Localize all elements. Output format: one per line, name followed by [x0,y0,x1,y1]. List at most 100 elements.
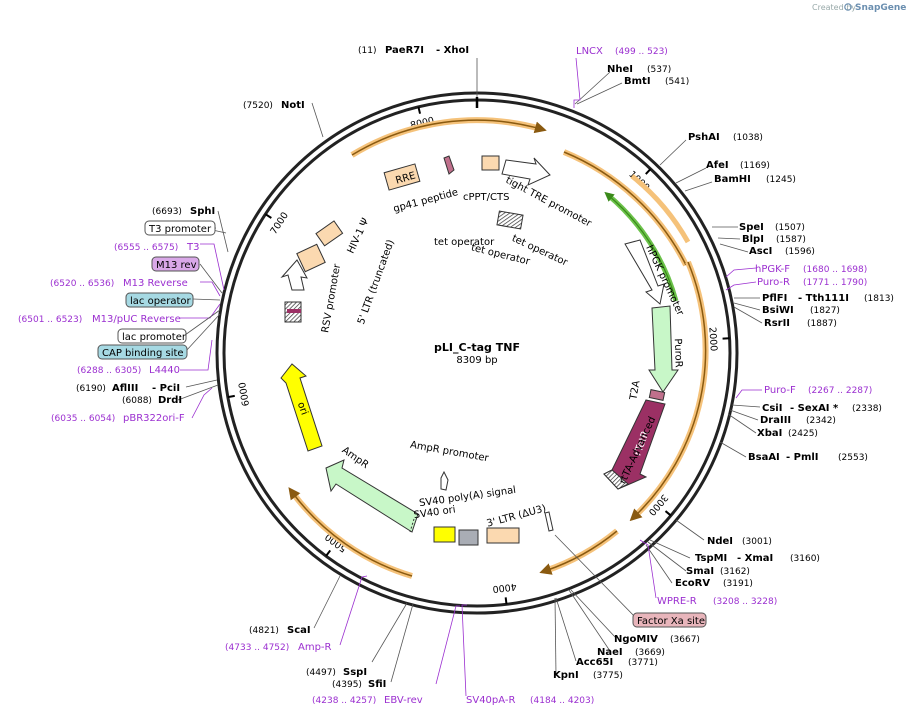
svg-text:(1827): (1827) [810,306,840,316]
enzyme-pflfi[interactable]: PflFI [762,293,787,304]
enzyme-sspi[interactable]: SspI [343,667,367,678]
feature-tre-promoter [501,157,551,186]
leader-lines [177,57,763,697]
enzyme-pcii[interactable]: - PciI [152,383,180,394]
svg-text:(499 .. 523): (499 .. 523) [615,47,668,57]
enzyme-naei[interactable]: NaeI [597,647,623,658]
arc-bottom-right [544,528,619,574]
primer-pbr322ori-f[interactable]: pBR322ori-F [123,413,185,424]
svg-text:(3669): (3669) [635,648,665,658]
primer-wpre-r[interactable]: WPRE-R [657,596,697,607]
enzyme-kpni[interactable]: KpnI [553,670,579,681]
svg-text:(1887): (1887) [807,319,837,329]
enzyme-xhoi[interactable]: - XhoI [436,45,469,56]
svg-text:(3667): (3667) [670,635,700,645]
primer-ebv-rev[interactable]: EBV-rev [384,695,423,706]
enzyme-sexai[interactable]: - SexAI * [790,403,839,414]
enzyme-bsiwi[interactable]: BsiWI [762,305,794,316]
primer-sv40pa-r[interactable]: SV40pA-R [466,695,515,706]
box-cap-binding-site[interactable] [97,344,188,360]
svg-text:Factor Xa site: Factor Xa site [637,616,705,627]
svg-text:(4238 .. 4257): (4238 .. 4257) [312,696,376,706]
svg-text:(6693): (6693) [152,207,182,217]
box-lac-operator[interactable] [125,292,194,308]
svg-text:(541): (541) [665,77,689,87]
enzyme-pshai[interactable]: PshAI [688,132,720,143]
enzyme-smai[interactable]: SmaI [686,566,714,577]
tick-mark-6000 [227,394,235,399]
svg-text:(3191): (3191) [723,579,753,589]
primer-hpgk-f[interactable]: hPGK-F [755,264,790,275]
feature-cppt [481,155,500,171]
enzyme-afei[interactable]: AfeI [706,160,729,171]
enzyme-spei[interactable]: SpeI [739,222,764,233]
enzyme-xbai[interactable]: XbaI [757,428,782,439]
enzyme-bsaai[interactable]: BsaAI [748,452,780,463]
enzyme-afliii[interactable]: AflIII [112,383,138,394]
svg-text:(1038): (1038) [733,133,763,143]
enzyme-blpi[interactable]: BlpI [742,234,764,245]
svg-text:(4497): (4497) [306,668,336,678]
enzyme-noti[interactable]: NotI [281,100,305,111]
plasmid-name: pLI_C-tag TNF [434,341,520,354]
box-t3-promoter[interactable] [144,220,216,236]
enzyme-nhei[interactable]: NheI [607,64,633,75]
primer-puro-r[interactable]: Puro-R [757,277,790,288]
tick-mark-7000 [264,213,272,219]
enzyme-paer7i[interactable]: PaeR7I [385,45,424,56]
tick-label-7000: 7000 [268,210,290,236]
primer-l4440[interactable]: L4440 [149,365,180,376]
box-factor-xa-site[interactable] [632,612,707,628]
svg-text:(1680 .. 1698): (1680 .. 1698) [803,265,867,275]
primer-m13-puc-reverse[interactable]: M13/pUC Reverse [92,314,181,325]
primer-puro-f[interactable]: Puro-F [764,385,796,396]
svg-text:(1596): (1596) [785,247,815,257]
enzyme-drdi[interactable]: DrdI [158,395,182,406]
primer-lncx[interactable]: LNCX [576,46,603,57]
enzyme-draiii[interactable]: DraIII [760,415,791,426]
feature-gp41 [443,155,455,175]
enzyme-bmti[interactable]: BmtI [624,76,651,87]
primer-m13-reverse[interactable]: M13 Reverse [123,278,188,289]
feature-ampr-promoter [440,470,449,491]
svg-text:(4395): (4395) [332,680,362,690]
svg-text:(6190): (6190) [76,384,106,394]
box-lac-promoter[interactable] [117,328,187,344]
enzyme-sphi[interactable]: SphI [190,206,215,217]
feature-rsv-promoter [280,259,308,291]
enzyme-pmli[interactable]: - PmlI [786,452,819,463]
enzyme-scai[interactable]: ScaI [287,625,311,636]
enzyme-ngomiv[interactable]: NgoMIV [614,634,658,645]
box-m13-rev[interactable] [151,256,200,272]
svg-text:(3162): (3162) [720,567,750,577]
primer-amp-r[interactable]: Amp-R [298,642,332,653]
enzyme-tth111i[interactable]: - Tth111I [798,293,849,304]
enzyme-bamhi[interactable]: BamHI [714,174,751,185]
enzyme-acc65i[interactable]: Acc65I [576,657,613,668]
arc-right-mid [630,174,691,244]
credit-brand: SnapGene [855,3,906,13]
primer-t3[interactable]: T3 [186,242,199,253]
enzyme-ndei[interactable]: NdeI [707,536,733,547]
enzyme-csii[interactable]: CsiI [762,403,782,414]
svg-text:(6520 .. 6536): (6520 .. 6536) [50,279,114,289]
svg-text:(2338): (2338) [852,404,882,414]
svg-text:(4733 .. 4752): (4733 .. 4752) [225,643,289,653]
svg-text:(1813): (1813) [864,294,894,304]
svg-text:(6035 .. 6054): (6035 .. 6054) [51,414,115,424]
enzyme-sfii[interactable]: SfiI [368,679,386,690]
feature-sv40-polya-label: SV40 poly(A) signal [418,485,516,509]
svg-text:(6088): (6088) [122,396,152,406]
orange-arcs [288,117,709,579]
enzyme-asci[interactable]: AscI [749,246,772,257]
svg-text:(6501 .. 6523): (6501 .. 6523) [18,315,82,325]
feature-puror-label: PuroR [672,338,684,368]
svg-text:lac operator: lac operator [130,296,191,307]
enzyme-ecorv[interactable]: EcoRV [675,578,710,589]
enzyme-xmai[interactable]: - XmaI [737,553,773,564]
enzyme-rsrii[interactable]: RsrII [764,318,790,329]
feature-t2a [648,389,666,401]
arc-lentiviral-top [350,117,542,158]
enzyme-tspmi[interactable]: TspMI [695,553,727,564]
